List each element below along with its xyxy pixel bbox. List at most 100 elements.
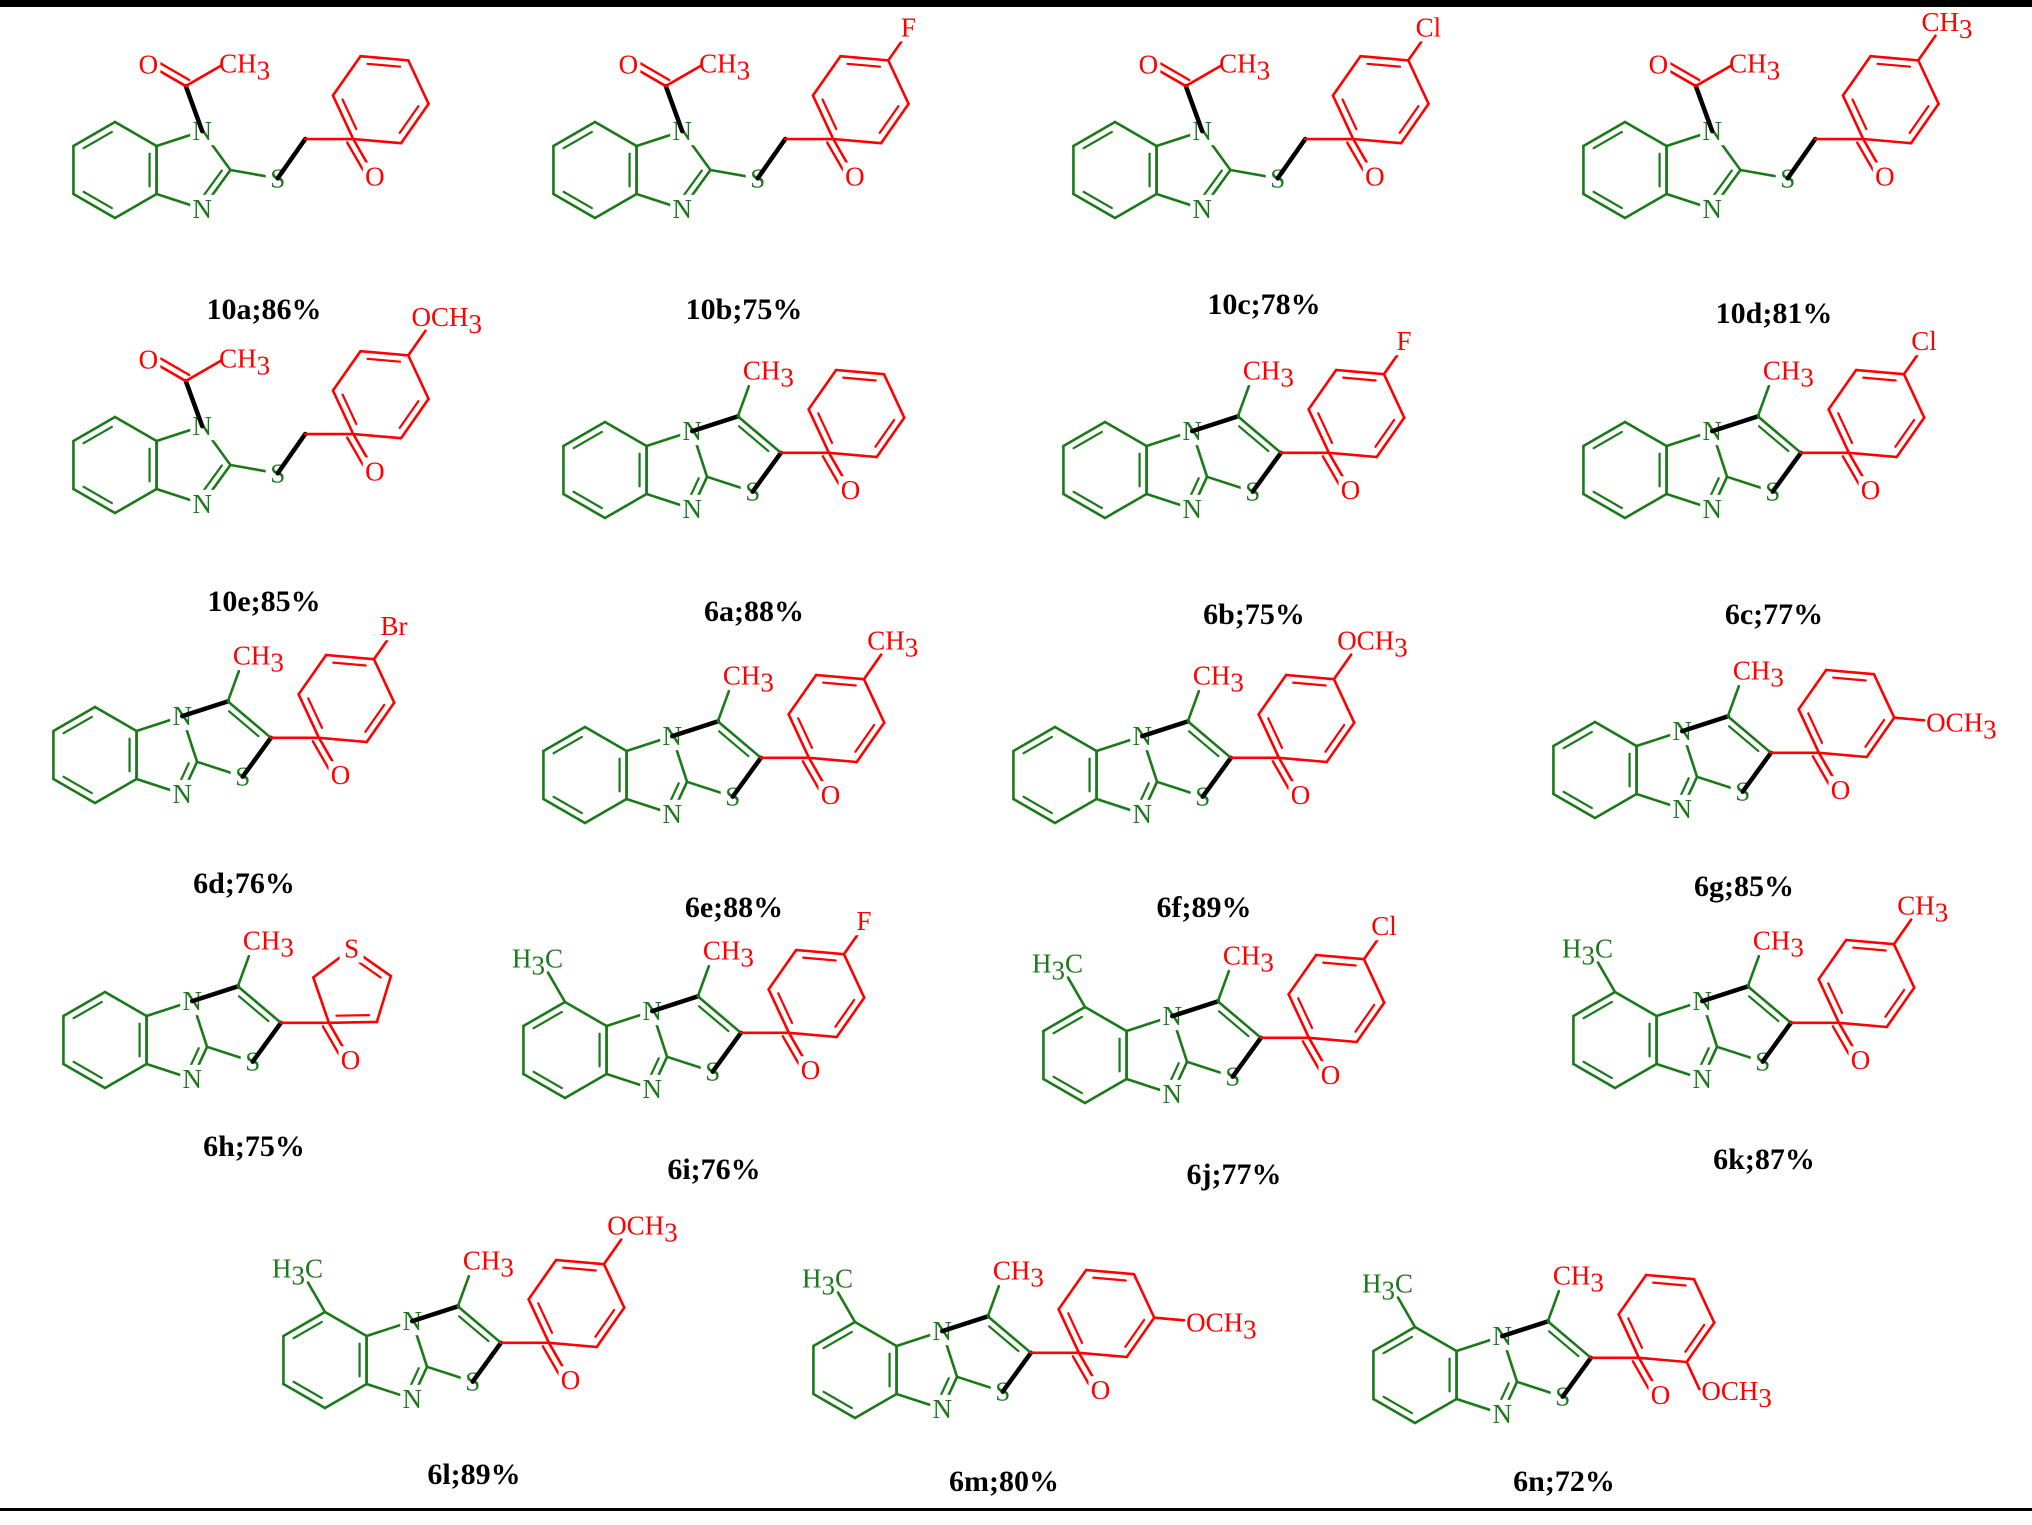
imine-nitrogen: N [662,799,682,829]
ketone-oxygen: O [341,1045,361,1075]
caption-6d: 6d;76% [193,867,295,900]
aryl-ring-center [1664,1316,1668,1320]
ketone-oxygen: O [821,780,841,810]
imine-nitrogen: N [1702,494,1722,524]
ketone-oxygen: O [331,760,351,790]
imine-nitrogen: N [1182,494,1202,524]
caption-6l: 6l;89% [427,1458,521,1491]
thiazole-methyl: CH3 [743,355,794,392]
bottom-rule [0,1508,2032,1511]
acetyl-methyl: CH3 [1219,49,1270,86]
caption-6g: 6g;85% [1694,870,1794,903]
compound-6j: H3CNNSCH3OCl 6j;77% [990,905,1478,1205]
imine-nitrogen: N [182,1064,202,1094]
imidazole-n3: N [192,489,212,519]
acetyl-oxygen: O [1649,49,1669,79]
caption-10b: 10b;75% [685,293,803,326]
aryl-substituent-label: Cl [1371,911,1397,941]
thiazole-methyl: CH3 [1763,355,1814,392]
aryl-ring-center [1874,411,1878,415]
acetyl-oxygen: O [139,49,159,79]
core-methyl: H3C [1562,934,1613,971]
ketone-oxygen: O [1321,1060,1341,1090]
thiazole-methyl: CH3 [1223,940,1274,977]
caption-6e: 6e;88% [684,891,784,924]
aryl-ring-center [1354,411,1358,415]
caption-6i: 6i;76% [667,1153,761,1186]
ketone-oxygen: O [1091,1375,1111,1405]
compound-10c: NNOCH3SOCl 10c;78% [1020,10,1508,321]
structure-10d: NNOCH3SOCH3 [1582,7,1973,224]
compound-6k: H3CNNSCH3OCH3 6k;87% [1520,890,2008,1190]
compound-6g: NNSCH3OOCH3 6g;85% [1500,620,1997,920]
acetyl-oxygen: O [619,49,639,79]
compound-6l: H3CNNSCH3OOCH3 6l;89% [230,1210,718,1510]
imidazole-n3: N [1702,194,1722,224]
compound-6e: NNSCH3OCH3 6e;88% [490,625,978,925]
aryl-ring-center [1889,98,1893,102]
thiazole-methyl: CH3 [233,640,284,677]
acetyl-methyl: CH3 [219,49,270,86]
structure-6e: NNSCH3OCH3 [542,626,918,829]
ketone-oxygen: O [1365,161,1385,191]
caption-10e: 10e;85% [207,585,321,618]
aryl-ring-center [1304,716,1308,720]
ketone-oxygen: O [1341,475,1361,505]
thiazole-methyl: CH3 [1733,655,1784,692]
aryl-ring-center [1334,996,1338,1000]
compound-6d: NNSCH3OBr 6d;76% [0,605,488,905]
imine-nitrogen: N [932,1394,952,1424]
compound-10a: NNOCH3SO 10a;86% [20,10,508,326]
thiazole-methyl: CH3 [993,1255,1044,1292]
imidazole-n3: N [672,194,692,224]
caption-6m: 6m;80% [949,1465,1059,1498]
thiazole-methyl: CH3 [463,1245,514,1282]
thiophene-sulfur: S [344,934,359,964]
aryl-substituent-label: F [857,906,872,936]
ketone-oxygen: O [1861,475,1881,505]
core-methyl: H3C [1032,949,1083,986]
imine-nitrogen: N [172,779,192,809]
thiazole-methyl: CH3 [243,925,294,962]
compound-6a: NNSCH3O 6a;88% [510,320,998,628]
caption-10a: 10a;86% [206,293,322,326]
ketone-oxygen: O [1291,780,1311,810]
thiazole-methyl: CH3 [1753,925,1804,962]
compound-6n: H3CNNSCH3OOCH3 6n;72% [1320,1225,1808,1525]
compound-6i: H3CNNSCH3OF 6i;76% [470,900,958,1200]
thiazole-methyl: CH3 [1553,1260,1604,1297]
aryl-ring-center [1844,711,1848,715]
core-methyl: H3C [512,944,563,981]
ketone-oxygen: O [1651,1380,1671,1410]
caption-6b: 6b;75% [1203,598,1305,631]
compound-10e: NNOCH3SOOCH3 10e;85% [20,302,508,618]
aryl-substituent-label: F [1397,326,1412,356]
structure-6j: H3CNNSCH3OCl [1032,911,1397,1109]
aryl-substituent-label: CH3 [867,626,918,663]
acetyl-oxygen: O [1139,49,1159,79]
structure-6m: H3CNNSCH3OOCH3 [802,1255,1257,1424]
aryl-substituent-label: F [901,12,916,42]
structure-6h: NNSCH3OS [62,925,393,1094]
imidazole-n3: N [192,194,212,224]
ketone-oxygen: O [1875,161,1895,191]
structure-10c: NNOCH3SOCl [1072,12,1441,224]
aryl-ring-center [574,1301,578,1305]
compound-6m: H3CNNSCH3OOCH3 6m;80% [760,1220,1257,1520]
structure-10b: NNOCH3SOF [552,12,921,224]
acetyl-oxygen: O [139,344,159,374]
aryl-substituent-label: OCH3 [1926,707,1997,744]
aryl-ring-center [379,98,383,102]
compound-6f: NNSCH3OOCH3 6f;89% [960,625,1448,925]
top-rule [0,0,2032,7]
imine-nitrogen: N [1692,1064,1712,1094]
caption-6n: 6n;72% [1513,1465,1615,1498]
aryl-substituent-label: OCH3 [1337,626,1408,663]
aryl-ring-center [379,393,383,397]
structure-10a: NNOCH3SO [72,49,430,224]
aryl-substituent-label: CH3 [1922,7,1973,44]
compound-6b: NNSCH3OF 6b;75% [1010,320,1498,631]
imine-nitrogen: N [1162,1079,1182,1109]
aryl-substituent-label: CH3 [1897,891,1948,928]
